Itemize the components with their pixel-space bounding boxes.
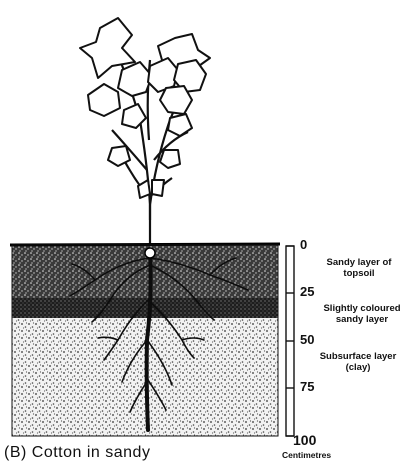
scale-unit-label: Centimetres [282, 451, 331, 461]
layer-label-topsoil: Sandy layer of topsoil [318, 258, 400, 280]
root-crown [145, 248, 155, 258]
cotton-plant [80, 18, 210, 252]
scale-tick-label: 50 [300, 333, 314, 348]
scale-tick-label: 75 [300, 380, 314, 395]
layer-label-clay: Subsurface layer (clay) [318, 352, 398, 374]
depth-scale [286, 246, 294, 436]
layer-label-coloured-sand: Slightly coloured sandy layer [318, 304, 406, 326]
plant-leaf [80, 18, 210, 198]
scale-tick-label: 0 [300, 238, 307, 253]
coloured-sand-layer [12, 298, 278, 318]
scale-tick-label: 100 [293, 432, 316, 448]
scale-tick-label: 25 [300, 285, 314, 300]
figure-caption: (B) Cotton in sandy [4, 444, 150, 462]
